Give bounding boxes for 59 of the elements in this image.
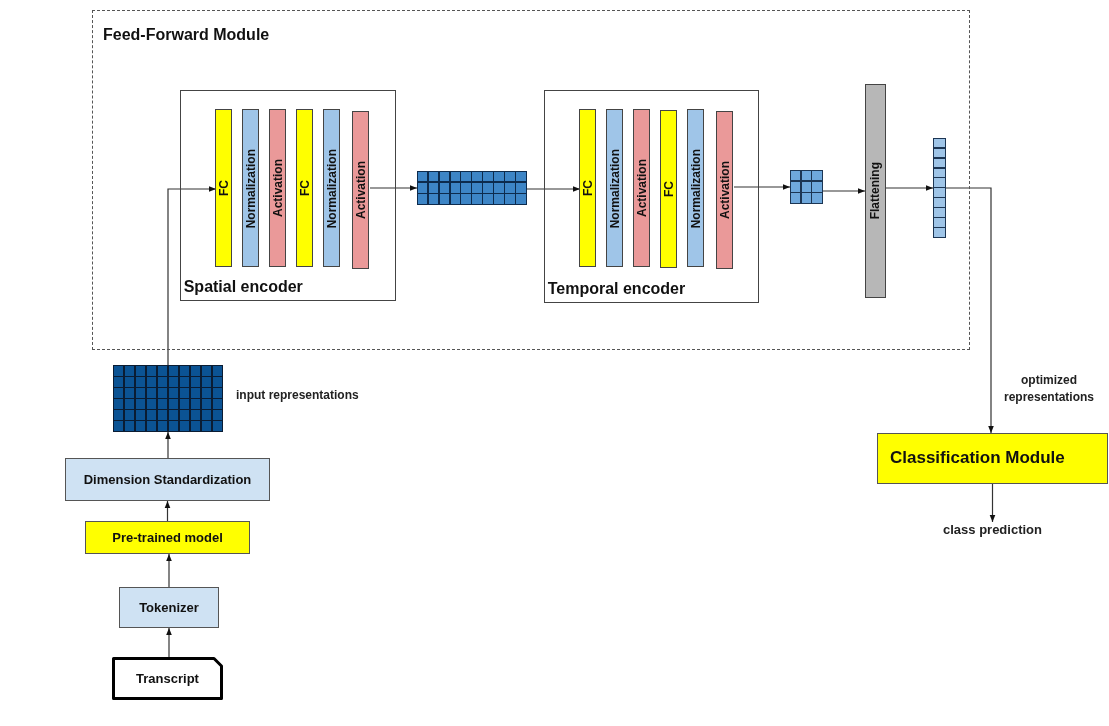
encoder-box — [543, 89, 759, 303]
layer-bar — [716, 111, 734, 270]
input-matrix — [113, 365, 223, 432]
module-frame — [92, 10, 970, 350]
box-label: Tokenizer — [139, 598, 199, 617]
layer-label: Activation — [717, 161, 732, 220]
arrow — [165, 431, 171, 459]
encoder-box — [179, 89, 396, 301]
process-box — [119, 587, 219, 628]
layer-bar — [352, 111, 370, 270]
layer-bar — [296, 109, 314, 268]
model-box — [85, 521, 250, 554]
layer-bar — [633, 109, 651, 268]
encoder-label: Temporal encoder — [547, 279, 686, 298]
arrow — [166, 553, 172, 588]
arrow — [166, 627, 172, 658]
process-box — [65, 458, 270, 501]
arrow — [369, 185, 418, 191]
layer-bar — [660, 110, 678, 269]
box-label: Classification Module — [890, 447, 1065, 470]
layer-label: Activation — [634, 159, 649, 218]
box-label: Pre-trained model — [112, 528, 223, 547]
arrow — [164, 500, 171, 522]
layer-bar — [323, 109, 341, 268]
arrow — [945, 187, 994, 434]
layer-bar — [242, 109, 260, 268]
layer-bar — [579, 109, 597, 268]
layer-label: FC — [580, 180, 595, 197]
output-text: class prediction — [940, 522, 1045, 540]
layer-bar — [687, 109, 705, 268]
module-title: Feed-Forward Module — [103, 26, 270, 44]
encoder-label: Spatial encoder — [183, 277, 303, 296]
layer-label: Activation — [353, 161, 368, 220]
layer-label: Normalization — [607, 148, 622, 229]
layer-label: FC — [661, 181, 676, 198]
annotation-text: input representations — [236, 388, 359, 402]
layer-label: Normalization — [324, 148, 339, 229]
feature-matrix — [416, 170, 527, 205]
layer-label: Normalization — [243, 148, 258, 229]
layer-label: Normalization — [688, 148, 703, 229]
layer-label: Flattening — [868, 162, 883, 220]
layer-label: FC — [297, 180, 312, 197]
layer-bar — [606, 109, 624, 268]
layer-label: FC — [216, 180, 231, 197]
document-label: Transcript — [136, 671, 199, 686]
arrow — [822, 188, 866, 194]
arrow — [733, 184, 791, 190]
feature-vector — [932, 137, 946, 238]
module-box — [877, 433, 1108, 484]
feature-matrix — [789, 169, 823, 204]
box-label: Dimension Standardization — [83, 470, 252, 489]
arrow — [989, 483, 996, 523]
arrow — [526, 186, 581, 192]
layer-label: Activation — [270, 159, 285, 218]
arrow — [885, 185, 934, 191]
layer-bar — [215, 109, 233, 268]
layer-bar — [864, 83, 886, 298]
arrow — [167, 186, 217, 366]
layer-bar — [269, 109, 287, 268]
